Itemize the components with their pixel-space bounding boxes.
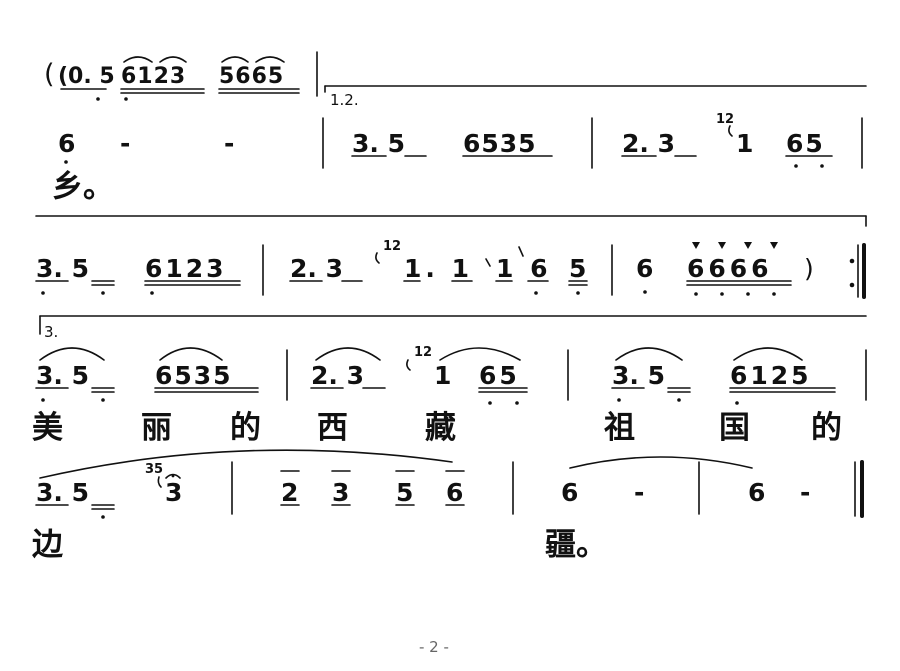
lyric-li: 丽 (141, 410, 172, 446)
grace-12-row3: 12 (383, 239, 402, 254)
dash-1-row2: - (120, 129, 131, 158)
note-6123-row3: 6123 (145, 254, 227, 283)
lyric-de-2: 的 (811, 410, 842, 446)
note-6a-row5: 6 (561, 478, 579, 507)
note-6535-row2: 6535 (463, 129, 537, 158)
note-5-row3: 5 (569, 254, 587, 283)
volta-3-label: 3. (44, 323, 59, 341)
lyric-zu: 祖 (604, 410, 635, 446)
volta-1-2-label: 1.2. (330, 91, 359, 109)
note-group-6123-row1: 6123 (121, 64, 187, 89)
open-paren: ( (44, 59, 55, 90)
note-35-row4: 3. 5 (36, 361, 89, 390)
close-paren: ) (804, 254, 814, 283)
note-6666-row3: 6666 (687, 254, 773, 283)
note-6b-row5: 6 (748, 478, 766, 507)
note-3-fermata-row5: 3 (165, 478, 183, 507)
lyric-guo: 国 (719, 410, 750, 446)
note-1-row2: 1 (736, 129, 754, 158)
note-35-row2: 3. 5 (352, 129, 405, 158)
note-intro: (0. 5 (58, 64, 115, 89)
note-5-row5: 5 (396, 478, 414, 507)
dash-b-row5: - (800, 478, 811, 507)
note-6-row3: 6 (636, 254, 654, 283)
lyric-de-1: 的 (230, 410, 261, 446)
note-65-row2: 65 (786, 129, 825, 158)
note-6-row2: 6 (58, 129, 76, 158)
dash-a-row5: - (634, 478, 645, 507)
lyric-jiang: 疆。 (545, 527, 607, 563)
note-6-row5: 6 (446, 478, 464, 507)
lyric-xi: 西 (317, 410, 348, 446)
lyric-zang: 藏 (425, 410, 456, 446)
note-3-row5: 3 (332, 478, 350, 507)
note-35-row4b: 3. 5 (612, 361, 665, 390)
lyric-bian: 边 (32, 527, 63, 563)
note-1-row4: 1 (434, 361, 452, 390)
grace-12-row2: 12 (716, 112, 735, 127)
note-group-5665: 5665 (219, 64, 285, 89)
note-65-row4: 65 (479, 361, 520, 390)
note-35-row3: 3. 5 (36, 254, 89, 283)
note-6535-row4: 6535 (155, 361, 233, 390)
grace-35-row5: 35 (145, 462, 164, 477)
note-35-row5: 3. 5 (36, 478, 89, 507)
note-6125-row4: 6125 (730, 361, 812, 390)
page-number: - 2 - (419, 638, 449, 656)
note-23-row2: 2. 3 (622, 129, 675, 158)
lyric-mei: 美 (32, 410, 63, 446)
note-2-row5: 2 (281, 478, 299, 507)
note-23-row3: 2. 3 (290, 254, 343, 283)
dash-2-row2: - (224, 129, 235, 158)
note-16-row3: 1 6 (496, 254, 552, 283)
note-11-row3: 1. 1 (404, 254, 473, 283)
grace-12-row4: 12 (414, 345, 433, 360)
note-23-row4: 2. 3 (311, 361, 364, 390)
lyric-xiang: 乡。 (52, 169, 114, 205)
